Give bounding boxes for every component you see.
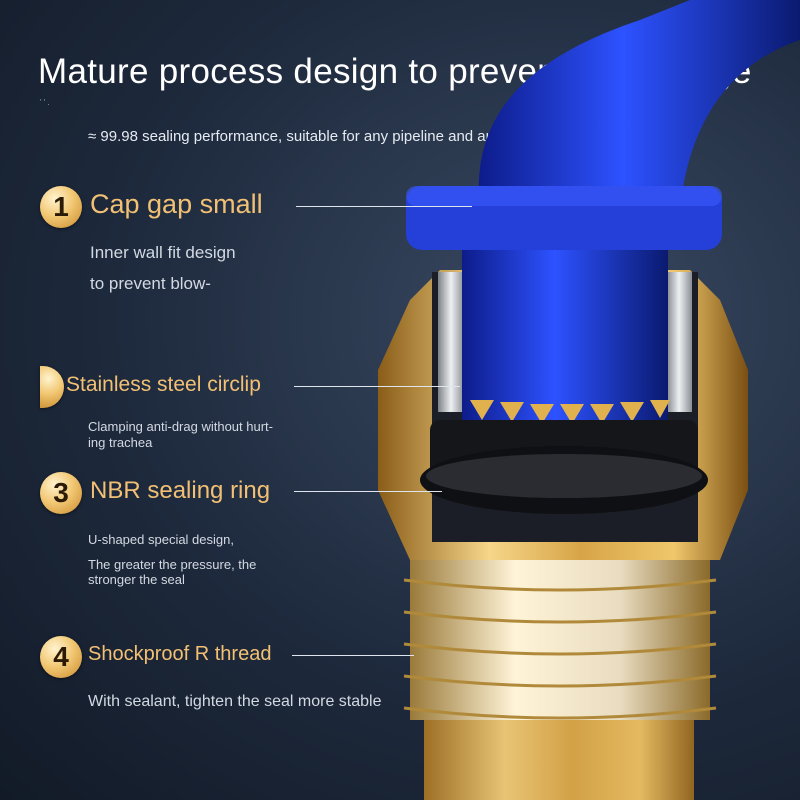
feature-heading: Shockproof R thread [88,643,272,665]
feature-desc-line: U-shaped special design, [88,532,234,547]
feature-number-badge: 1 [40,186,82,228]
feature-desc-line: With sealant, tighten the seal more stab… [88,693,382,710]
feature-number-badge: 4 [40,636,82,678]
feature-desc-line: stronger the seal [88,572,185,587]
feature-heading: Cap gap small [90,189,263,219]
feature-heading: Stainless steel circlip [66,373,261,396]
feature-number-badge [40,366,64,408]
feature-desc-line: The greater the pressure, the [88,557,257,572]
feature-desc-line: to prevent blow- [90,274,211,293]
feature-number-badge: 3 [40,472,82,514]
feature-desc-line: Inner wall fit design [90,243,236,262]
callout-line [294,491,442,492]
callout-line [292,655,414,656]
feature-heading: NBR sealing ring [90,477,271,504]
decorative-marks: ' ' . [40,98,50,107]
callout-line [296,206,472,207]
feature-desc-line: ing trachea [88,435,153,450]
feature-desc-line: Clamping anti-drag without hurt- [88,419,273,434]
fitting-illustration [378,0,800,800]
callout-line [294,386,460,387]
